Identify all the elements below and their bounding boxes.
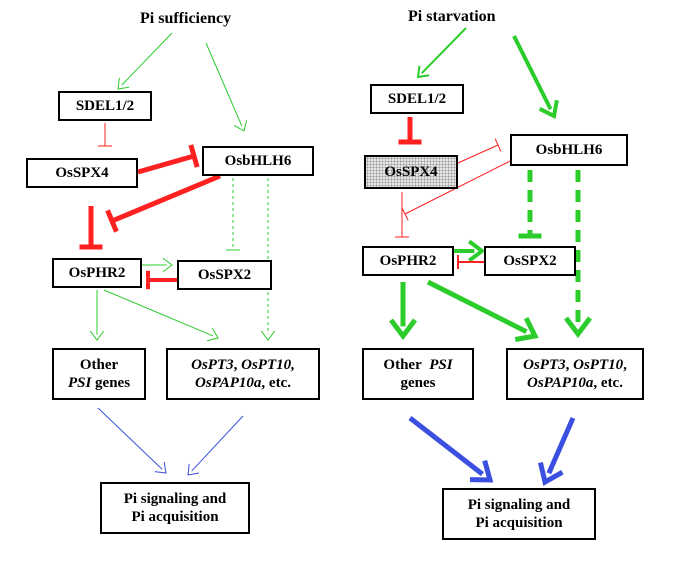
pi-sufficiency-title: Pi sufficiency: [140, 10, 232, 27]
right-edge-targets-to-signal: [537, 416, 576, 486]
left-edge-bhlh6-inh-spx2: [226, 178, 240, 251]
right-edge-spx4-inh-bhlh6: [457, 138, 502, 164]
left-edge-phr2-to-other: [89, 290, 105, 341]
right-osspx2-label: OsSPX2: [503, 253, 557, 269]
left-edge-bhlh6-to-targets: [260, 178, 276, 341]
left-targets-line1: OsPT3, OsPT10,: [191, 357, 295, 373]
left-edge-spx4-inh-bhlh6: [137, 144, 200, 175]
left-pi-signaling-node: Pi signaling and Pi acquisition: [100, 482, 250, 534]
left-edge-suff-to-bhlh6: [205, 42, 248, 132]
right-sdel-node: SDEL1/2: [370, 84, 464, 114]
right-osphr2-label: OsPHR2: [379, 253, 437, 269]
right-pi-signaling-node: Pi signaling and Pi acquisition: [442, 488, 596, 540]
right-edge-bhlh6-to-targets: [564, 170, 592, 339]
right-targets-line2: OsPAP10a, etc.: [527, 375, 623, 391]
right-edge-bhlh6-inh-spx2: [518, 170, 542, 239]
right-targets-line1: OsPT3, OsPT10,: [523, 357, 627, 373]
left-osbhlh6-label: OsbHLH6: [224, 153, 292, 169]
left-osphr2-node: OsPHR2: [52, 258, 142, 288]
right-osphr2-node: OsPHR2: [362, 246, 454, 276]
left-signal-line1: Pi signaling and: [123, 491, 227, 507]
right-edge-spx2-inh-phr2: [457, 255, 484, 269]
left-edge-sdel-inh-spx4: [98, 123, 112, 147]
right-edge-sdel-inh-spx4: [398, 117, 422, 145]
right-signal-line1: Pi signaling and: [467, 497, 571, 513]
right-edge-phr2-to-spx2: [454, 239, 486, 263]
left-osspx4-node: OsSPX4: [26, 158, 138, 188]
left-edge-targets-to-signal: [187, 415, 244, 476]
right-target-genes-node: OsPT3, OsPT10, OsPAP10a, etc.: [506, 348, 644, 400]
left-edge-spx4-inh-phr2: [79, 206, 103, 250]
right-other-psi-genes-node: Other PSI genes: [362, 348, 474, 400]
right-osspx2-node: OsSPX2: [484, 246, 576, 276]
left-other-psi-genes-node: Other PSI genes: [52, 348, 146, 400]
left-targets-line2: OsPAP10a, etc.: [195, 375, 291, 391]
left-other-label: Other: [79, 357, 119, 373]
right-edge-phr2-to-targets: [426, 279, 539, 342]
left-osspx4-label: OsSPX4: [55, 165, 109, 181]
left-sdel-label: SDEL1/2: [75, 98, 135, 114]
right-edge-other-to-signal: [408, 416, 494, 483]
left-osphr2-label: OsPHR2: [68, 265, 126, 281]
right-edge-bhlh6-inh-phr2: [401, 159, 513, 221]
left-edge-suff-to-sdel: [117, 32, 173, 90]
left-edge-bhlh6-inh-phr2: [105, 173, 221, 233]
right-osspx4-label: OsSPX4: [384, 164, 438, 180]
left-edge-phr2-to-spx2: [142, 257, 173, 273]
right-osspx4-node: OsSPX4: [364, 155, 458, 189]
left-osspx2-node: OsSPX2: [177, 260, 272, 290]
left-osspx2-label: OsSPX2: [197, 267, 252, 283]
right-edge-starv-to-sdel: [416, 27, 467, 79]
pi-starvation-title: Pi starvation: [408, 8, 496, 25]
left-osbhlh6-node: OsbHLH6: [202, 146, 314, 176]
left-sdel-node: SDEL1/2: [58, 91, 152, 121]
right-edge-spx4-inh-phr2: [395, 192, 409, 238]
right-edge-starv-to-bhlh6: [512, 35, 559, 119]
right-signal-line2: Pi acquisition: [475, 515, 563, 531]
right-sdel-label: SDEL1/2: [387, 91, 447, 107]
right-osbhlh6-label: OsbHLH6: [535, 142, 603, 158]
left-target-genes-node: OsPT3, OsPT10, OsPAP10a, etc.: [166, 348, 320, 400]
left-psi-genes-label: PSI genes: [67, 375, 131, 391]
right-other-psi-label: Other PSI: [383, 357, 453, 373]
right-genes-label: genes: [400, 375, 436, 391]
left-signal-line2: Pi acquisition: [131, 509, 219, 525]
left-edge-other-to-signal: [97, 407, 167, 474]
right-edge-phr2-to-other: [389, 282, 417, 341]
right-osbhlh6-node: OsbHLH6: [510, 134, 628, 166]
left-edge-spx2-inh-phr2: [146, 270, 177, 290]
left-edge-phr2-to-targets: [103, 289, 219, 342]
